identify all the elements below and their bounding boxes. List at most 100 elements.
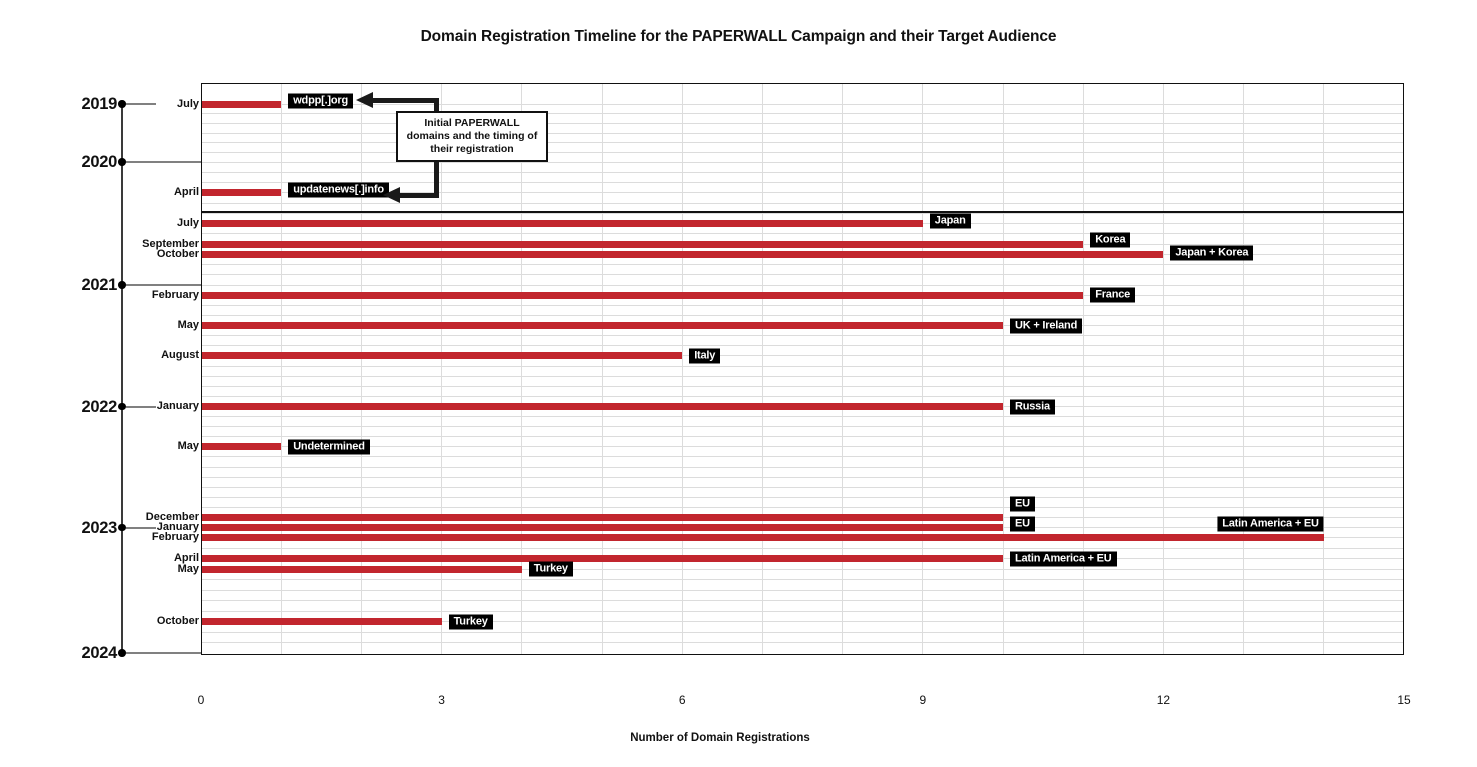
gridline-horizontal — [201, 345, 1404, 347]
gridline-horizontal — [201, 589, 1404, 591]
gridline-horizontal — [201, 395, 1404, 397]
gridline-horizontal — [201, 233, 1404, 235]
x-tick-label: 9 — [919, 693, 927, 707]
gridline-horizontal — [201, 103, 1404, 105]
bar — [202, 322, 1003, 329]
gridline-vertical — [1162, 83, 1164, 655]
bar-label: Turkey — [528, 561, 573, 577]
year-connector-line — [126, 405, 156, 408]
month-label: April — [173, 552, 199, 565]
bar — [202, 100, 282, 108]
gridline-horizontal — [201, 192, 1404, 194]
gridline-horizontal — [201, 375, 1404, 377]
year-label: 2023 — [81, 518, 117, 537]
gridline-horizontal — [201, 600, 1404, 602]
bar-label: Italy — [689, 348, 721, 364]
bar-label: Latin America + EU — [1010, 551, 1117, 567]
bar — [202, 513, 1003, 521]
bar — [202, 555, 1003, 563]
bar — [202, 534, 1324, 542]
gridline-horizontal — [201, 547, 1404, 549]
bar-label: Japan — [929, 213, 971, 228]
x-tick-label: 6 — [678, 693, 686, 707]
year-connector-line — [126, 284, 201, 286]
gridline-vertical — [601, 83, 603, 655]
gridline-horizontal — [201, 436, 1404, 438]
annotation-text-line: their registration — [430, 143, 514, 155]
bar — [202, 189, 282, 197]
month-label: February — [151, 288, 199, 301]
month-label: May — [177, 562, 199, 575]
x-axis-label: Number of Domain Registrations — [630, 732, 810, 744]
month-label: September — [142, 237, 199, 250]
x-tick-label: 0 — [197, 693, 205, 707]
campaign-separator-line — [201, 210, 1404, 213]
gridline-horizontal — [201, 446, 1404, 448]
year-connector-line — [126, 161, 201, 163]
month-label: July — [176, 217, 199, 229]
year-dot — [118, 402, 126, 411]
bar-label: wdpp[.]org — [288, 93, 354, 109]
year-connector-line — [126, 526, 156, 529]
gridline-horizontal — [201, 568, 1404, 570]
gridline-vertical — [842, 83, 844, 655]
x-tick-label: 12 — [1156, 693, 1171, 707]
annotation-text-line: domains and the timing of — [406, 130, 538, 142]
month-label: May — [177, 319, 199, 331]
gridline-horizontal — [201, 304, 1404, 306]
bar — [202, 565, 522, 573]
bar-label: EU — [1010, 496, 1035, 512]
gridline-horizontal — [201, 486, 1404, 488]
gridline-horizontal — [201, 426, 1404, 428]
gridline-horizontal — [201, 631, 1404, 633]
bar-label: EU — [1010, 516, 1035, 531]
month-label: January — [156, 400, 199, 412]
month-label: May — [177, 440, 199, 453]
bar — [202, 240, 1084, 248]
annotation-connector-bottom — [398, 192, 439, 198]
bar-label: Undetermined — [288, 439, 370, 455]
gridline-horizontal — [201, 142, 1404, 144]
year-dot — [118, 649, 126, 657]
gridline-horizontal — [201, 113, 1404, 115]
gridline-horizontal — [201, 274, 1404, 276]
annotation-connector-top — [371, 97, 439, 103]
month-label: January — [156, 521, 199, 533]
bar-label: France — [1090, 287, 1136, 303]
month-label: December — [145, 510, 199, 523]
gridline-horizontal — [201, 202, 1404, 204]
bar-label: Turkey — [448, 614, 493, 630]
month-label: April — [173, 186, 199, 199]
gridline-horizontal — [201, 579, 1404, 581]
month-label: February — [151, 531, 199, 544]
month-label: August — [161, 349, 199, 362]
gridline-horizontal — [201, 610, 1404, 612]
gridline-vertical — [922, 83, 924, 655]
bar — [202, 618, 442, 626]
bar — [202, 443, 282, 451]
gridline-vertical — [1243, 83, 1245, 655]
bar-label: Japan + Korea — [1170, 245, 1254, 261]
gridline-horizontal — [201, 264, 1404, 265]
gridline-horizontal — [201, 132, 1404, 134]
gridline-horizontal — [201, 621, 1404, 623]
bar — [202, 291, 1084, 299]
month-label: October — [156, 615, 199, 628]
gridline-horizontal — [201, 161, 1404, 163]
bar — [202, 403, 1003, 410]
month-label: July — [176, 97, 199, 110]
gridline-horizontal — [201, 456, 1404, 458]
year-dot — [118, 100, 126, 108]
gridline-vertical — [521, 83, 523, 655]
year-dot — [118, 158, 126, 166]
x-tick-label: 15 — [1397, 693, 1411, 707]
bar — [202, 524, 1003, 531]
gridline-vertical — [681, 83, 683, 655]
gridline-horizontal — [201, 496, 1404, 498]
gridline-horizontal — [201, 335, 1404, 337]
timeline-spine — [121, 104, 123, 653]
arrow-left-icon — [356, 92, 373, 108]
year-connector-line — [126, 652, 201, 654]
year-label: 2022 — [81, 397, 117, 416]
